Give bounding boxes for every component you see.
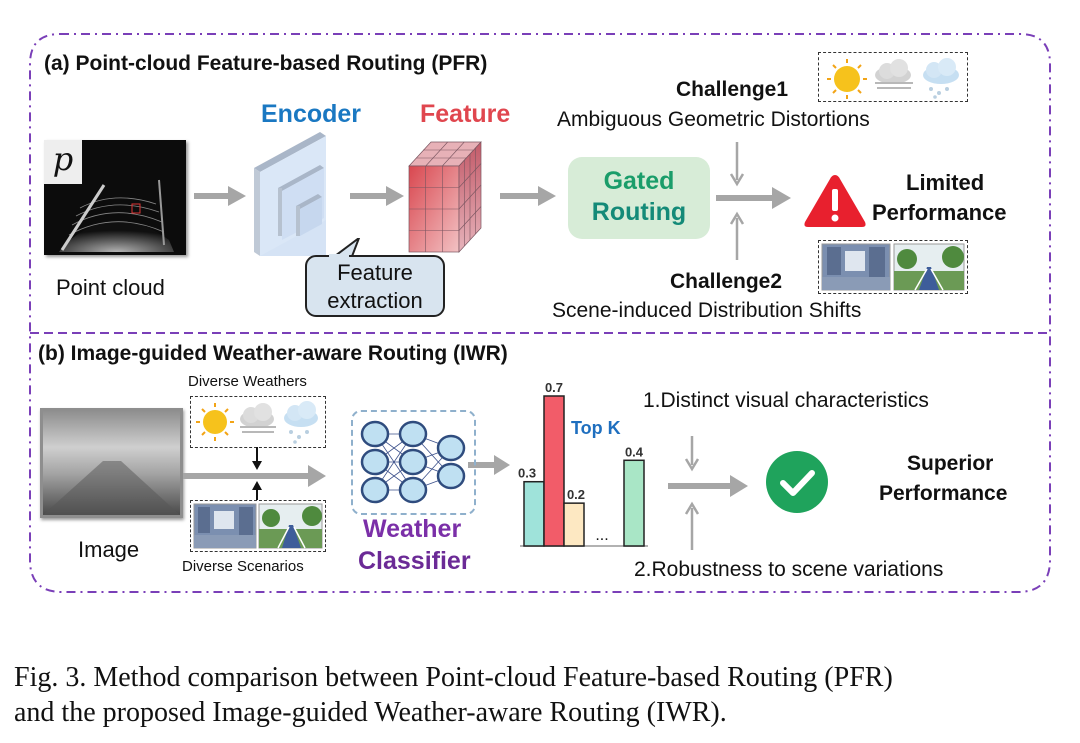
neural-network-icon xyxy=(360,420,466,504)
chart-ellipsis: ... xyxy=(595,527,608,544)
challenge2-title: Challenge2 xyxy=(670,270,783,293)
panel-b-arrows xyxy=(183,436,748,550)
scene-icons-b xyxy=(193,503,323,549)
arrow-challenge1-down xyxy=(729,142,745,187)
reason2: 2.Robustness to scene variations xyxy=(634,558,944,581)
point-cloud-image: p xyxy=(44,140,186,255)
bubble-line2: extraction xyxy=(327,288,423,313)
point-cloud-label: Point cloud xyxy=(56,275,165,300)
arrow-scenarios-up xyxy=(252,481,262,500)
bubble-tail-mask xyxy=(329,254,349,259)
road-scene xyxy=(893,243,965,291)
classifier-line2: Classifier xyxy=(358,547,471,575)
point-cloud-symbol: p xyxy=(44,140,82,184)
reason1: 1.Distinct visual characteristics xyxy=(643,389,929,412)
fog-scene-graphic xyxy=(43,411,180,515)
weather-icons-b xyxy=(196,401,318,444)
diverse-weathers-label: Diverse Weathers xyxy=(188,373,307,390)
performance-label-a: Performance xyxy=(872,200,1007,225)
arrow-encoder-to-feature xyxy=(350,186,404,206)
snow-cloud-icon xyxy=(284,401,318,444)
arrow-feature-to-gated xyxy=(500,186,556,206)
feature-label: Feature xyxy=(420,100,511,128)
weather-icons-a xyxy=(827,58,959,99)
challenge2-scene-box xyxy=(818,240,968,294)
chart-data-label-c2: 0.7 xyxy=(545,380,563,395)
foggy-road-image xyxy=(40,408,183,518)
chart-data-label-cN: 0.4 xyxy=(625,444,644,459)
arrow-reason1-down xyxy=(684,436,700,472)
challenge2-desc: Scene-induced Distribution Shifts xyxy=(552,299,862,322)
performance-label-b: Performance xyxy=(879,482,1008,505)
challenge1-desc: Ambiguous Geometric Distortions xyxy=(557,108,870,131)
caption-line1: Fig. 3. Method comparison between Point-… xyxy=(14,662,893,693)
challenge1-weather-box xyxy=(818,52,968,102)
image-label: Image xyxy=(78,537,140,562)
diverse-scenarios-box xyxy=(190,500,326,552)
feature-extraction-bubble: Feature extraction xyxy=(305,255,445,317)
scene-icons-a xyxy=(821,243,965,291)
arrow-challenge2-up xyxy=(729,211,745,260)
bubble-line1: Feature xyxy=(337,260,413,285)
classifier-line1: Weather xyxy=(363,515,462,543)
chart-data-label-c1: 0.3 xyxy=(518,466,536,481)
road-scene xyxy=(258,503,323,549)
diverse-scenarios-label: Diverse Scenarios xyxy=(182,558,304,575)
arrow-weathers-down xyxy=(252,447,262,470)
warning-icon xyxy=(804,175,866,227)
chart-bar-cN xyxy=(623,459,645,547)
arrow-pc-to-encoder xyxy=(194,186,246,206)
topk-bar-chart: 0.3 0.7 0.2... 0.4 xyxy=(518,380,648,547)
gated-line2: Routing xyxy=(591,198,687,226)
snow-cloud-icon xyxy=(923,58,959,99)
chart-bar-c1 xyxy=(523,480,545,547)
caption-line2: and the proposed Image-guided Weather-aw… xyxy=(14,697,727,728)
classifier-box xyxy=(351,410,476,515)
superior-label: Superior xyxy=(907,452,994,475)
fog-cloud-icon xyxy=(240,403,276,433)
topk-label: Top K xyxy=(571,418,621,438)
sun-icon xyxy=(827,59,867,99)
chart-bar-c2 xyxy=(543,395,565,547)
arrow-image-to-classifier xyxy=(183,465,326,487)
feature-cube-icon xyxy=(408,141,482,253)
city-scene xyxy=(193,503,257,549)
chart-data-label-c3: 0.2 xyxy=(567,487,585,502)
encoder-icon xyxy=(254,132,326,256)
fog-cloud-icon xyxy=(875,59,913,89)
arrow-classifier-to-chart xyxy=(468,455,510,475)
chart-bar-c3 xyxy=(563,502,585,547)
gated-line1: Gated xyxy=(603,167,675,195)
gated-routing-box: Gated Routing xyxy=(568,157,710,239)
figure-caption: Fig. 3. Method comparison between Point-… xyxy=(14,660,893,730)
panel-b-title: (b) Image-guided Weather-aware Routing (… xyxy=(38,342,508,365)
challenge1-title: Challenge1 xyxy=(676,78,789,101)
check-icon xyxy=(766,451,828,513)
city-scene xyxy=(821,243,891,291)
outer-border xyxy=(29,33,1051,593)
panel-a-arrows xyxy=(194,142,791,260)
arrow-gated-to-result xyxy=(716,187,791,209)
sun-icon xyxy=(196,403,234,441)
diverse-weathers-box xyxy=(190,396,326,448)
encoder-label: Encoder xyxy=(261,100,362,128)
arrow-chart-to-result xyxy=(668,475,748,497)
panel-a-title: (a) Point-cloud Feature-based Routing (P… xyxy=(44,52,488,75)
arrow-reason2-up xyxy=(684,501,700,550)
limited-label: Limited xyxy=(906,170,985,195)
lidar-scan-graphic xyxy=(59,179,174,252)
